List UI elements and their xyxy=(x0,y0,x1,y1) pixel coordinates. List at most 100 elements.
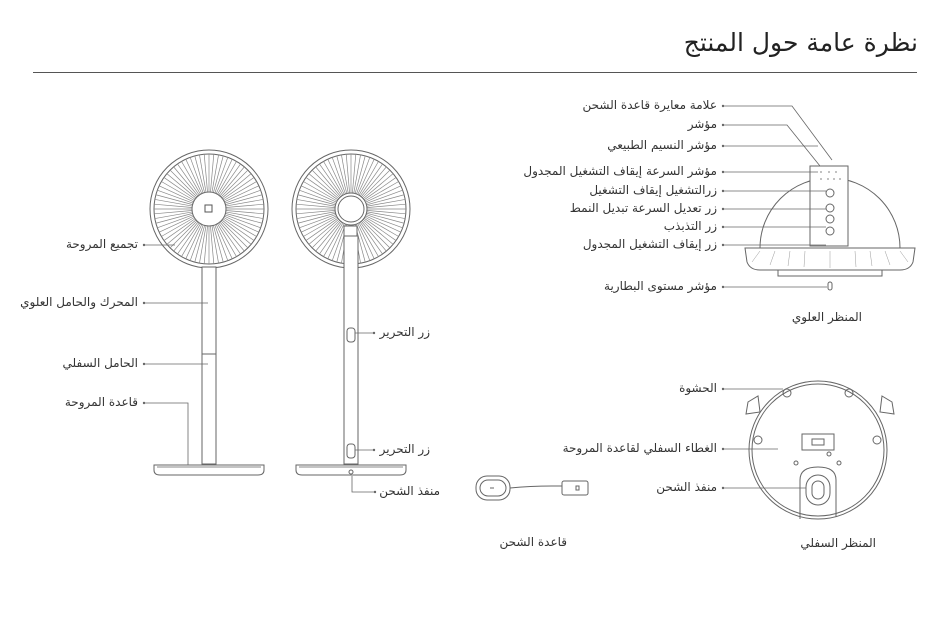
front-fan-head xyxy=(149,149,269,269)
guard-spoke xyxy=(315,221,341,252)
guard-spoke xyxy=(341,154,349,194)
guard-spoke xyxy=(305,217,339,241)
guard-spoke xyxy=(225,210,264,215)
guard-spoke xyxy=(163,218,196,241)
guard-spoke xyxy=(177,222,200,255)
back-fan-pole xyxy=(295,225,407,476)
guard-spoke xyxy=(301,215,337,233)
guard-spoke xyxy=(366,210,406,215)
guard-spoke xyxy=(169,220,198,249)
guard-spoke xyxy=(362,169,391,198)
guard-spoke xyxy=(194,225,205,263)
guard-spoke xyxy=(220,169,249,198)
label-battery-indicator: مؤشر مستوى البطارية xyxy=(604,279,717,293)
guard-spoke xyxy=(364,216,399,237)
caption-charging-dock: قاعدة الشحن xyxy=(499,535,567,549)
guard-spoke xyxy=(185,224,203,259)
guard-spoke xyxy=(154,199,193,207)
label-indicator: مؤشر xyxy=(687,117,717,131)
guard-spoke xyxy=(219,166,245,197)
label-timer-button: زر إيقاف التشغيل المجدول xyxy=(582,237,717,251)
guard-spoke xyxy=(354,155,366,194)
label-oscillation-button: زر التذبذب xyxy=(663,219,717,233)
title-divider xyxy=(33,72,917,73)
guard-spoke xyxy=(166,219,197,245)
guard-spoke xyxy=(213,155,224,193)
guard-spoke xyxy=(361,221,387,252)
top-view-drawing xyxy=(744,165,916,291)
guard-spoke xyxy=(217,223,237,257)
guard-spoke xyxy=(214,224,229,261)
label-release-button-1: زر التحرير xyxy=(379,325,430,339)
label-natural-breeze-indicator: مؤشر النسيم الطبيعي xyxy=(607,138,717,152)
guard-spoke xyxy=(311,169,340,198)
label-fan-assembly: تجميع المروحة xyxy=(65,237,138,251)
guard-spoke xyxy=(311,220,340,249)
guard-spoke xyxy=(222,218,255,241)
guard-spoke xyxy=(296,199,336,207)
guard-spoke xyxy=(159,215,194,233)
guard-spoke xyxy=(319,221,343,255)
guard-spoke xyxy=(357,159,375,195)
guard-spoke xyxy=(221,173,252,199)
label-calibration-mark: علامة معايرة قاعدة الشحن xyxy=(582,98,717,112)
guard-spoke xyxy=(211,225,219,264)
guard-spoke xyxy=(159,185,194,203)
guard-spoke xyxy=(166,173,197,199)
guard-spoke xyxy=(199,225,207,264)
guard-spoke xyxy=(315,166,341,197)
guard-spoke xyxy=(154,210,193,215)
guard-spoke xyxy=(296,211,336,219)
guard-spoke xyxy=(299,189,337,204)
guard-spoke xyxy=(358,222,379,257)
guard-spoke xyxy=(203,154,208,193)
guard-spoke xyxy=(366,212,405,224)
guard-spoke xyxy=(223,181,257,201)
guard-spoke xyxy=(218,163,241,196)
caption-bottom-view: المنظر السفلي xyxy=(800,536,876,550)
label-release-button-2: زر التحرير xyxy=(379,442,430,456)
guard-spoke xyxy=(303,216,338,237)
guard-spoke xyxy=(352,154,357,194)
guard-spoke xyxy=(353,154,361,194)
guard-spoke xyxy=(155,194,193,205)
guard-spoke xyxy=(296,210,336,215)
guard-spoke xyxy=(173,221,199,252)
guard-spoke xyxy=(296,203,336,208)
guard-spoke xyxy=(225,211,264,219)
guard-spoke xyxy=(305,177,339,201)
guard-spoke xyxy=(356,223,371,261)
label-bottom-charging-port: منفذ الشحن xyxy=(656,480,717,494)
guard-spoke xyxy=(301,185,337,203)
label-fan-base: قاعدة المروحة xyxy=(64,395,138,409)
guard-spoke xyxy=(210,154,215,193)
guard-spoke xyxy=(211,154,219,193)
label-pad: الحشوة xyxy=(679,381,717,395)
guard-spoke xyxy=(362,220,391,249)
guard-spoke xyxy=(366,203,406,208)
guard-spoke xyxy=(181,161,201,195)
guard-spoke xyxy=(327,159,345,195)
label-power-button: زرالتشغيل إيقاف التشغيل xyxy=(589,183,717,197)
guard-spoke xyxy=(163,177,196,200)
guard-spoke xyxy=(331,223,346,261)
guard-spoke xyxy=(173,166,199,197)
guard-spoke xyxy=(177,163,200,196)
guard-spoke xyxy=(218,222,241,255)
guard-spoke xyxy=(222,177,255,200)
guard-spoke xyxy=(157,189,194,204)
guard-spoke xyxy=(308,173,339,199)
guard-spoke xyxy=(214,157,229,194)
guard-spoke xyxy=(224,185,259,203)
label-bottom-cover: الغطاء السفلي لقاعدة المروحة xyxy=(562,441,717,455)
guard-spoke xyxy=(194,155,205,193)
guard-spoke xyxy=(323,161,344,196)
guard-spoke xyxy=(364,181,399,202)
guard-spoke xyxy=(359,221,383,255)
guard-spoke xyxy=(297,194,336,206)
guard-spoke xyxy=(297,212,336,224)
guard-spoke xyxy=(219,221,245,252)
label-motor-upper-support: المحرك والحامل العلوي xyxy=(20,295,138,309)
guard-spoke xyxy=(161,217,195,237)
